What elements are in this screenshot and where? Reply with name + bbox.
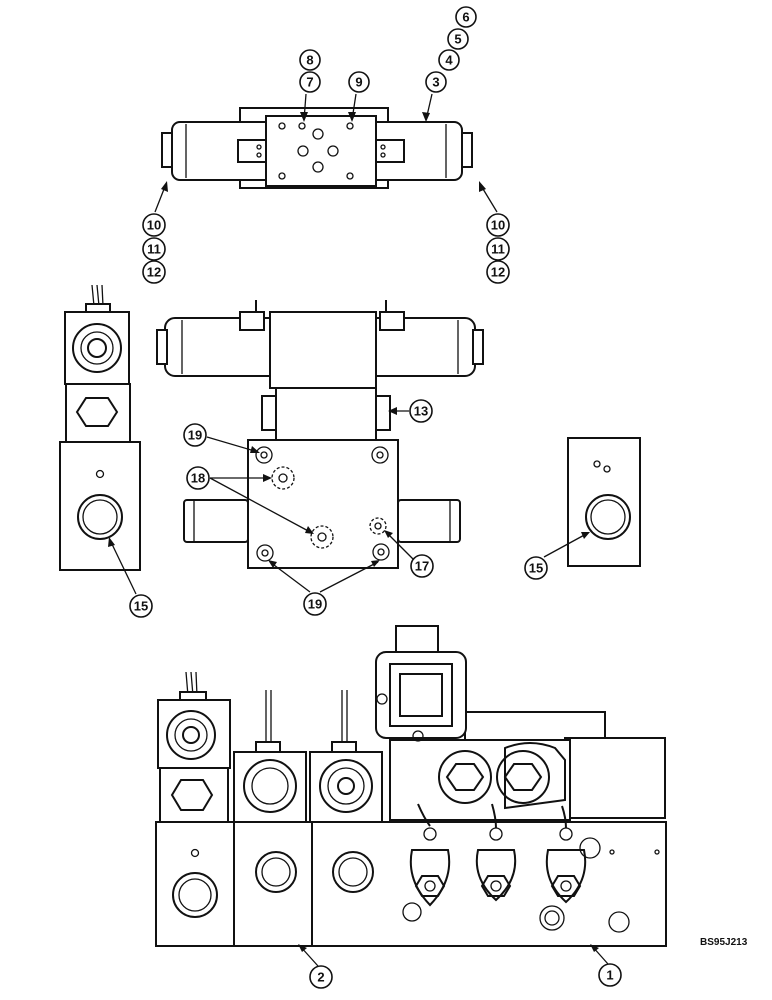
callout-7: 7 — [299, 71, 321, 93]
callout-5: 5 — [447, 28, 469, 50]
callout-11-right: 11 — [486, 237, 510, 261]
left-cartridge-valve — [59, 284, 141, 571]
callout-3: 3 — [425, 71, 447, 93]
svg-text:11: 11 — [491, 242, 505, 257]
callout-11-left: 11 — [142, 237, 166, 261]
callout-10-left: 10 — [142, 213, 166, 237]
svg-text:3: 3 — [432, 75, 439, 90]
svg-text:15: 15 — [134, 599, 148, 614]
svg-text:15: 15 — [529, 561, 543, 576]
svg-text:10: 10 — [491, 218, 505, 233]
svg-text:10: 10 — [147, 218, 161, 233]
svg-text:12: 12 — [147, 265, 161, 280]
callout-13: 13 — [409, 399, 433, 423]
callout-15-right: 15 — [524, 556, 548, 580]
svg-text:18: 18 — [191, 471, 205, 486]
callout-8: 8 — [299, 49, 321, 71]
figure-reference-code: BS95J213 — [700, 937, 748, 948]
svg-text:7: 7 — [306, 75, 313, 90]
manifold-assembly — [155, 625, 667, 947]
callout-4: 4 — [438, 49, 460, 71]
callout-17: 17 — [410, 554, 434, 578]
svg-text:9: 9 — [355, 75, 362, 90]
svg-text:19: 19 — [188, 428, 202, 443]
leader-lines — [108, 93, 609, 967]
svg-text:12: 12 — [491, 265, 505, 280]
svg-text:2: 2 — [317, 970, 324, 985]
svg-text:5: 5 — [454, 32, 461, 47]
callout-19-lower: 19 — [303, 592, 327, 616]
svg-text:11: 11 — [147, 242, 161, 257]
callout-12-right: 12 — [486, 260, 510, 284]
valve-top-view — [161, 107, 473, 189]
svg-text:8: 8 — [306, 53, 313, 68]
callout-9: 9 — [348, 71, 370, 93]
callout-10-right: 10 — [486, 213, 510, 237]
svg-text:6: 6 — [462, 10, 469, 25]
svg-text:4: 4 — [445, 53, 453, 68]
callout-19-upper: 19 — [183, 423, 207, 447]
svg-text:1: 1 — [606, 968, 613, 983]
svg-text:13: 13 — [414, 404, 428, 419]
callout-2: 2 — [309, 965, 333, 989]
callout-1: 1 — [598, 963, 622, 987]
right-port-plate — [567, 437, 641, 567]
valve-side-view — [156, 300, 484, 569]
callout-15-left: 15 — [129, 594, 153, 618]
svg-text:17: 17 — [415, 559, 429, 574]
callout-6: 6 — [455, 6, 477, 28]
svg-text:19: 19 — [308, 597, 322, 612]
callout-12-left: 12 — [142, 260, 166, 284]
callout-18: 18 — [186, 466, 210, 490]
